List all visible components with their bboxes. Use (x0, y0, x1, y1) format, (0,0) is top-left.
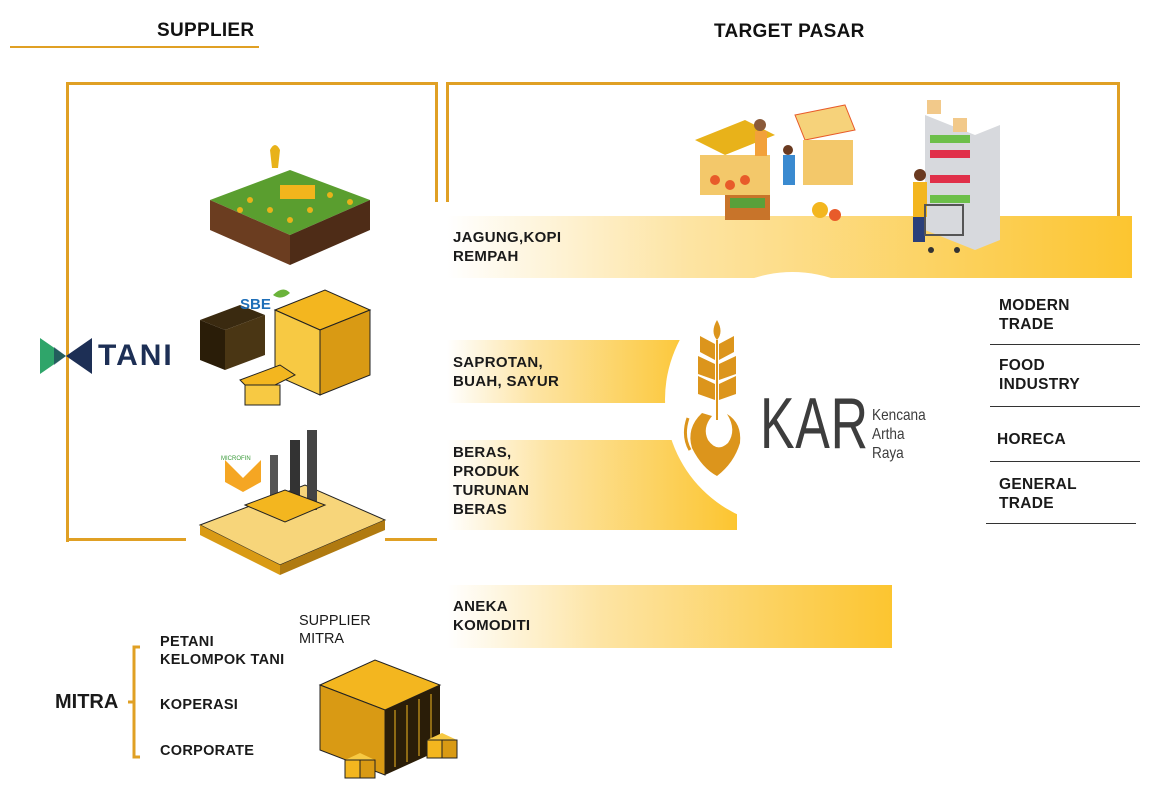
supermarket-illustration (913, 100, 1000, 253)
band-aneka (447, 585, 892, 648)
corn-field-illustration (210, 145, 370, 265)
divider (990, 406, 1140, 407)
band-jagung (447, 216, 1132, 278)
corn-logo-caption (260, 171, 261, 176)
band-saprotan (447, 340, 697, 403)
mitra-item-koperasi: KOPERASI (160, 697, 239, 713)
tani-logo-text: TANI (98, 339, 174, 372)
center-circle (665, 272, 920, 527)
mitra-bracket (128, 645, 140, 759)
supplier-underline (10, 46, 259, 48)
microfin-mill-illustration: MICROFIN (198, 430, 387, 575)
divider (986, 523, 1136, 524)
traditional-market-illustration (695, 104, 856, 221)
market-horeca: HORECA (997, 431, 1066, 448)
mitra-item-corporate: CORPORATE (160, 743, 255, 759)
tani-logo-icon (40, 338, 92, 374)
band-label-2: SAPROTAN,BUAH, SAYUR (453, 354, 560, 390)
sbe-factory-illustration: SBE (200, 289, 372, 406)
kar-wheat-hand-logo (683, 320, 741, 476)
supplier-heading: SUPPLIER (157, 20, 255, 41)
microfin-logo-text: MICROFIN (221, 456, 251, 462)
mitra-label: MITRA (55, 691, 119, 713)
sbe-logo-text: SBE (240, 296, 271, 313)
divider (990, 344, 1140, 345)
container-illustration (318, 659, 458, 779)
target-heading: TARGET PASAR (714, 21, 865, 42)
divider (990, 461, 1140, 462)
kar-abbr: KAR (760, 384, 869, 464)
